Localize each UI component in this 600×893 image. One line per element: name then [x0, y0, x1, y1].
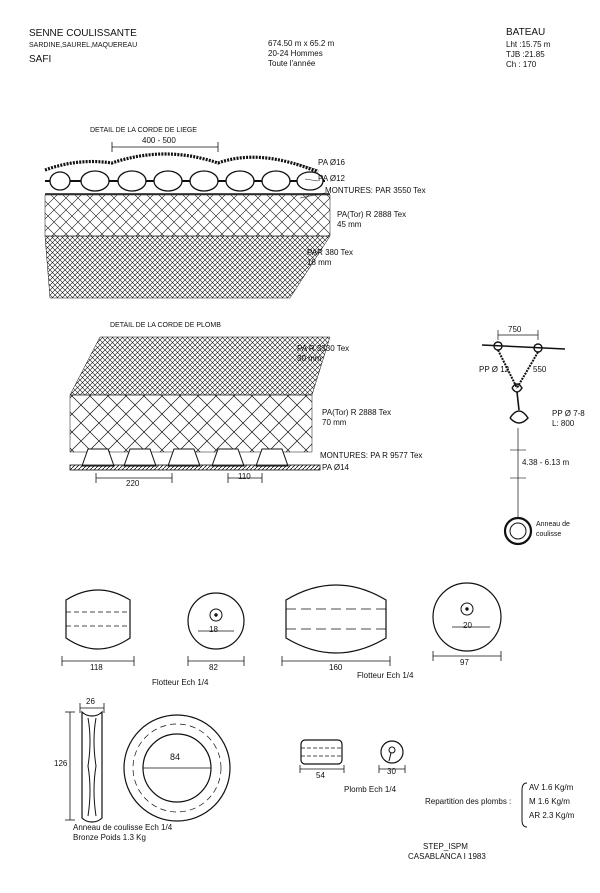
ring-section-drawing: [65, 703, 231, 823]
float1-diameter: 82: [209, 663, 218, 672]
lead-net1-spec: PA R 3330 Tex: [297, 344, 350, 353]
rig-rope-length: L: 800: [552, 419, 575, 428]
cork-montures: MONTURES: PAR 3550 Tex: [325, 186, 426, 195]
net-bottom-mesh: [69, 394, 313, 453]
boat-power: Ch : 170: [506, 60, 537, 69]
net-large-mesh: [44, 194, 331, 237]
net-fine-mesh: [44, 235, 331, 299]
rig-ring-label-1: Anneau de: [536, 521, 570, 528]
lead-distribution-ar: AR 2.3 Kg/m: [529, 811, 575, 820]
ring-inner-diameter: 84: [170, 752, 181, 762]
float-small-drawing: [61, 589, 245, 666]
ring-rigging: [481, 330, 566, 546]
rig-total-length: 4.38 - 6.13 m: [522, 458, 570, 467]
float1-caption: Flotteur Ech 1/4: [152, 678, 209, 687]
lead-line-detail: [69, 336, 331, 483]
lead-length: 54: [316, 771, 325, 780]
ring-height: 126: [54, 759, 68, 768]
spacing-dimension: [111, 142, 219, 152]
ring-material: Bronze Poids 1.3 Kg: [73, 833, 146, 842]
cork-line-title: DETAIL DE LA CORDE DE LIEGE: [90, 127, 197, 134]
lead-net2-mesh: 70 mm: [322, 418, 347, 427]
cork-net1-spec: PA(Tor) R 2888 Tex: [337, 210, 407, 219]
boat-label: BATEAU: [506, 27, 546, 38]
float2-diameter: 97: [460, 658, 469, 667]
season-label: Toute l'année: [268, 59, 316, 68]
cork-line-detail: [44, 142, 331, 299]
cork-rope-12: PA Ø12: [318, 174, 345, 183]
rig-rope-pp12: PP Ø 12: [479, 365, 510, 374]
lead-dimensions: [95, 473, 263, 483]
boat-tonnage: TJB :21.85: [506, 50, 545, 59]
net-dimensions: 674.50 m x 65.2 m: [268, 39, 335, 48]
float2-caption: Flotteur Ech 1/4: [357, 671, 414, 680]
lead-distribution-m: M 1.6 Kg/m: [529, 797, 570, 806]
lead-dim-220: 220: [126, 479, 140, 488]
lead-dim-110: 110: [238, 472, 251, 481]
drawing-title: SENNE COULISSANTE: [29, 28, 137, 39]
port-label: SAFI: [29, 54, 52, 65]
cork-net2-spec: PAR 380 Tex: [307, 248, 353, 257]
lead-montures: MONTURES: PA R 9577 Tex: [320, 451, 423, 460]
rig-ring-label-2: coulisse: [536, 531, 562, 538]
lead-caption: Plomb Ech 1/4: [344, 785, 397, 794]
rig-rope-pp78: PP Ø 7-8: [552, 409, 585, 418]
float1-length: 118: [90, 663, 103, 672]
leads: [81, 448, 289, 467]
coulisse-ring: [503, 516, 533, 546]
ring-caption: Anneau de coulisse Ech 1/4: [73, 823, 173, 832]
lead-distribution-av: AV 1.6 Kg/m: [529, 783, 574, 792]
cork-net1-mesh: 45 mm: [337, 220, 362, 229]
lead-weight-drawing: [299, 739, 528, 828]
float1-hole: 18: [209, 625, 218, 634]
lead-rope: [69, 464, 321, 471]
lead-net2-spec: PA(Tor) R 2888 Tex: [322, 408, 392, 417]
net-top-mesh: [69, 336, 331, 396]
boat-length: Lht :15.75 m: [506, 40, 551, 49]
lead-rope: PA Ø14: [322, 463, 349, 472]
lead-net1-mesh: 30 mm: [297, 354, 322, 363]
cork-rope-16: PA Ø16: [318, 158, 345, 167]
float2-hole: 20: [463, 621, 472, 630]
cork-floats: [49, 170, 324, 192]
float2-length: 160: [329, 663, 343, 672]
lead-diameter: 30: [387, 767, 396, 776]
crew-label: 20-24 Hommes: [268, 49, 323, 58]
upper-rope: [44, 152, 319, 174]
footer-org: STEP_ISPM: [423, 842, 468, 851]
ring-width: 26: [86, 697, 95, 706]
rig-dim-550: 550: [533, 365, 547, 374]
cork-spacing: 400 - 500: [142, 136, 176, 145]
float-large-drawing: [281, 582, 502, 666]
rig-dim-750: 750: [508, 325, 522, 334]
lead-distribution-label: Repartition des plombs :: [425, 797, 512, 806]
footer-place-date: CASABLANCA I 1983: [408, 852, 486, 861]
species-label: SARDINE,SAUREL,MAQUEREAU: [29, 42, 138, 49]
lead-line-title: DETAIL DE LA CORDE DE PLOMB: [110, 322, 221, 329]
cork-net2-mesh: 18 mm: [307, 258, 332, 267]
